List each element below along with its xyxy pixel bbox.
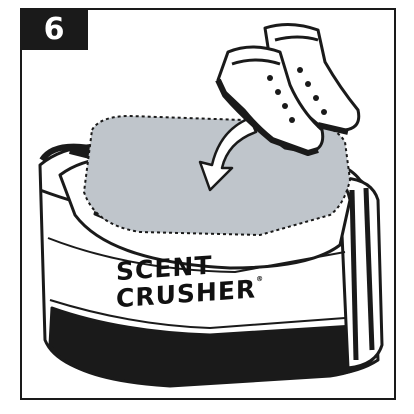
step-number: 6 [44, 12, 65, 47]
step-number-badge: 6 [20, 8, 88, 50]
brand-logo: SCENT CRUSHER® [116, 251, 236, 311]
registered-mark: ® [256, 275, 264, 284]
